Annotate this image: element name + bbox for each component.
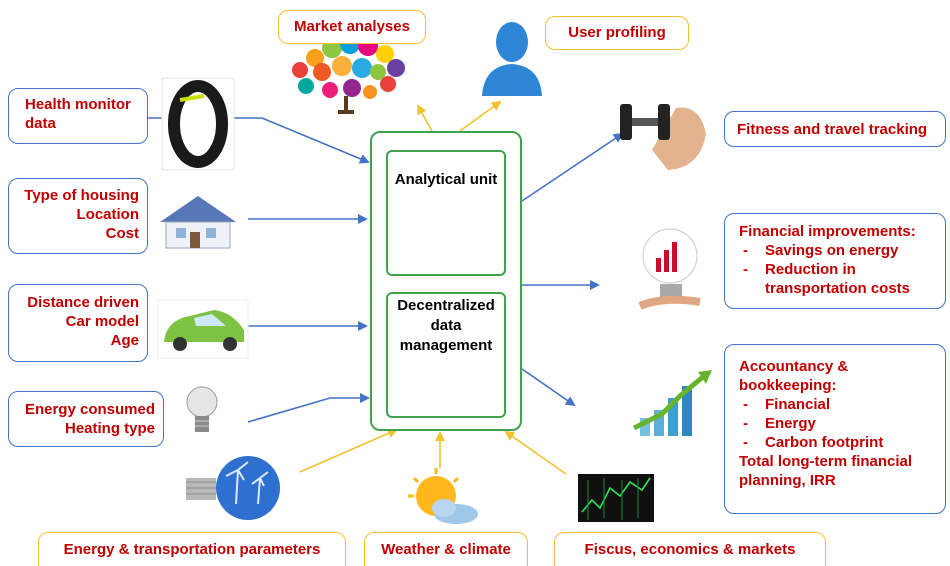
central-hub: Analytical unit Decentralized data manag…: [370, 131, 522, 431]
fitness-box: Fitness and travel tracking: [724, 111, 946, 147]
sun-cloud-icon: [408, 468, 478, 524]
decentralized-line-2: data: [430, 317, 462, 334]
arrow-market: [417, 104, 433, 132]
money-bulb-icon: [638, 228, 701, 310]
car-line-1: Distance driven: [27, 294, 139, 311]
light-bulb-icon: [186, 386, 218, 432]
fitness-band-icon: [161, 77, 235, 171]
arrow-user: [459, 100, 502, 132]
weather-label: Weather & climate: [381, 541, 511, 558]
fiscus-box: Fiscus, economics & markets: [554, 532, 826, 566]
word-cloud-tree-icon: [292, 34, 405, 114]
arrow-energy: [247, 393, 370, 423]
stock-ticker-icon: [578, 474, 654, 522]
user-profiling-label: User profiling: [568, 24, 666, 41]
arrow-energy-transport: [299, 428, 398, 473]
analytical-unit-label: Analytical unit: [394, 171, 498, 188]
dumbbell-arm-icon: [620, 104, 706, 170]
market-analyses-box: Market analyses: [278, 10, 426, 44]
decentralized-line-1: Decentralized: [397, 297, 495, 314]
house-icon: [160, 196, 236, 249]
decentralized-line-3: management: [399, 337, 493, 354]
energy-box: Energy consumed Heating type: [8, 391, 164, 447]
arrow-fitness: [521, 132, 624, 202]
car-line-2: Car model: [65, 313, 139, 330]
accountancy-title-2: bookkeeping:: [739, 377, 837, 394]
electric-car-icon: [157, 299, 249, 359]
health-line-1: Health monitor: [25, 96, 131, 113]
arrow-fiscus: [504, 430, 567, 475]
accountancy-item-1: Financial: [739, 395, 945, 414]
health-line-2: data: [25, 115, 56, 132]
energy-transport-label: Energy & transportation parameters: [63, 541, 321, 558]
financial-item-2: Reduction in: [739, 260, 945, 279]
housing-line-3: Cost: [105, 225, 139, 242]
financial-item-3: transportation costs: [765, 280, 911, 297]
accountancy-footer-1: Total long-term financial: [739, 453, 913, 470]
decentralized-data-box: Decentralized data management: [386, 292, 506, 418]
accountancy-footer-2: planning, IRR: [739, 472, 836, 489]
financial-item-1: Savings on energy: [739, 241, 945, 260]
housing-box: Type of housing Location Cost: [8, 178, 148, 254]
analytical-unit-box: Analytical unit: [386, 150, 506, 276]
arrow-accountancy: [521, 368, 576, 407]
accountancy-title-1: Accountancy &: [739, 358, 849, 375]
accountancy-box: Accountancy & bookkeeping: Financial Ene…: [724, 344, 946, 514]
user-silhouette-icon: [482, 22, 542, 96]
market-analyses-label: Market analyses: [294, 18, 410, 35]
car-box: Distance driven Car model Age: [8, 284, 148, 362]
fitness-label: Fitness and travel tracking: [737, 121, 928, 138]
user-profiling-box: User profiling: [545, 16, 689, 50]
car-line-3: Age: [110, 332, 139, 349]
accountancy-item-3: Carbon footprint: [739, 433, 945, 452]
health-monitor-box: Health monitor data: [8, 88, 148, 144]
accountancy-item-2: Energy: [739, 414, 945, 433]
weather-box: Weather & climate: [364, 532, 528, 566]
financial-title: Financial improvements:: [739, 223, 916, 240]
housing-line-2: Location: [76, 206, 140, 223]
energy-transport-box: Energy & transportation parameters: [38, 532, 346, 566]
energy-line-2: Heating type: [64, 420, 155, 437]
fiscus-label: Fiscus, economics & markets: [584, 541, 796, 558]
energy-line-1: Energy consumed: [24, 401, 155, 418]
wind-bulb-icon: [186, 456, 280, 520]
financial-box: Financial improvements: Savings on energ…: [724, 213, 946, 309]
growth-chart-icon: [632, 370, 712, 436]
housing-line-1: Type of housing: [24, 187, 139, 204]
